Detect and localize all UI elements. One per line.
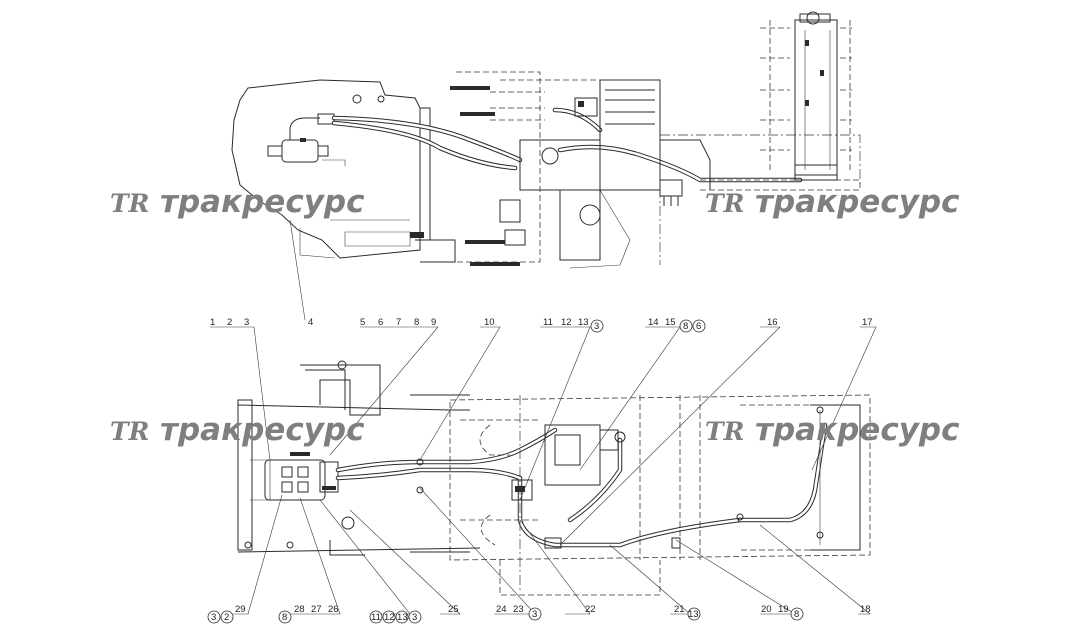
callout-bottom-13: 13	[397, 612, 408, 623]
callout-bottom-12: 12	[384, 612, 395, 623]
watermark-bottom-left: TR тракресурс	[110, 412, 365, 448]
callout-24: 24	[496, 604, 507, 615]
callout-bottom-11: 11	[371, 612, 381, 623]
watermark-text: тракресурс	[160, 412, 365, 448]
engine-block-top	[499, 79, 711, 269]
watermark-logo: TR	[110, 189, 149, 218]
callout-29-circle-a: 3	[211, 612, 216, 623]
callout-4: 4	[308, 317, 313, 328]
callout-6: 6	[378, 317, 383, 328]
rear-unit-top	[760, 11, 852, 181]
front-bumper	[237, 399, 253, 551]
callout-29: 29	[235, 604, 246, 615]
watermark-logo: TR	[705, 417, 744, 446]
callout-29-circle-b: 2	[224, 612, 229, 623]
callout-26: 26	[328, 604, 339, 615]
callout-28: 28	[294, 604, 305, 615]
callout-7: 7	[396, 317, 401, 328]
callout-15-circle-b: 6	[696, 321, 701, 332]
chassis-dashed	[449, 394, 871, 561]
top-hose-run	[331, 107, 803, 183]
callout-19-circle: 8	[794, 609, 799, 620]
callout-15-circle-a: 8	[683, 321, 688, 332]
callout-20: 20	[761, 604, 772, 615]
valve-block-left	[264, 452, 339, 501]
callout-18: 18	[860, 604, 871, 615]
watermark-text: тракресурс	[755, 184, 960, 220]
callout-bottom-3: 3	[412, 612, 417, 623]
hydraulic-tank-top	[267, 113, 346, 166]
callout-19: 19	[778, 604, 789, 615]
watermark-bottom-right: TR тракресурс	[705, 412, 960, 448]
callout-28-circle: 8	[282, 612, 287, 623]
callout-15: 15	[665, 317, 676, 328]
callout-23-circle: 3	[532, 609, 537, 620]
watermark-top-left: TR тракресурс	[110, 184, 365, 220]
bottom-view	[237, 360, 871, 596]
callout-22: 22	[585, 604, 596, 615]
callout-21: 21	[674, 604, 685, 615]
mount-hole	[352, 94, 362, 104]
callout-12: 12	[561, 317, 572, 328]
callout-1: 1	[210, 317, 215, 328]
watermark-logo: TR	[110, 417, 149, 446]
callout-13-circle: 3	[594, 321, 599, 332]
callout-8: 8	[414, 317, 419, 328]
cab-outline	[231, 79, 421, 259]
callout-23: 23	[513, 604, 524, 615]
callout-5: 5	[360, 317, 365, 328]
callout-25: 25	[448, 604, 459, 615]
callout-11: 11	[543, 317, 553, 328]
top-view	[231, 11, 861, 269]
watermark-text: тракресурс	[160, 184, 365, 220]
callout-2: 2	[227, 317, 232, 328]
callout-3: 3	[244, 317, 249, 328]
callout-27: 27	[311, 604, 322, 615]
watermark-top-right: TR тракресурс	[705, 184, 960, 220]
callout-labels: 4 1 2 3 5 6 7 8 9 10 11 12 13 3 14 15 8 …	[207, 317, 873, 624]
callout-13: 13	[578, 317, 589, 328]
callout-17: 17	[862, 317, 873, 328]
callout-16: 16	[767, 317, 778, 328]
callout-9: 9	[431, 317, 436, 328]
callout-21-circle: 13	[688, 609, 699, 620]
callout-10: 10	[484, 317, 495, 328]
callout-14: 14	[648, 317, 659, 328]
watermark-logo: TR	[705, 189, 744, 218]
watermark-text: тракресурс	[755, 412, 960, 448]
